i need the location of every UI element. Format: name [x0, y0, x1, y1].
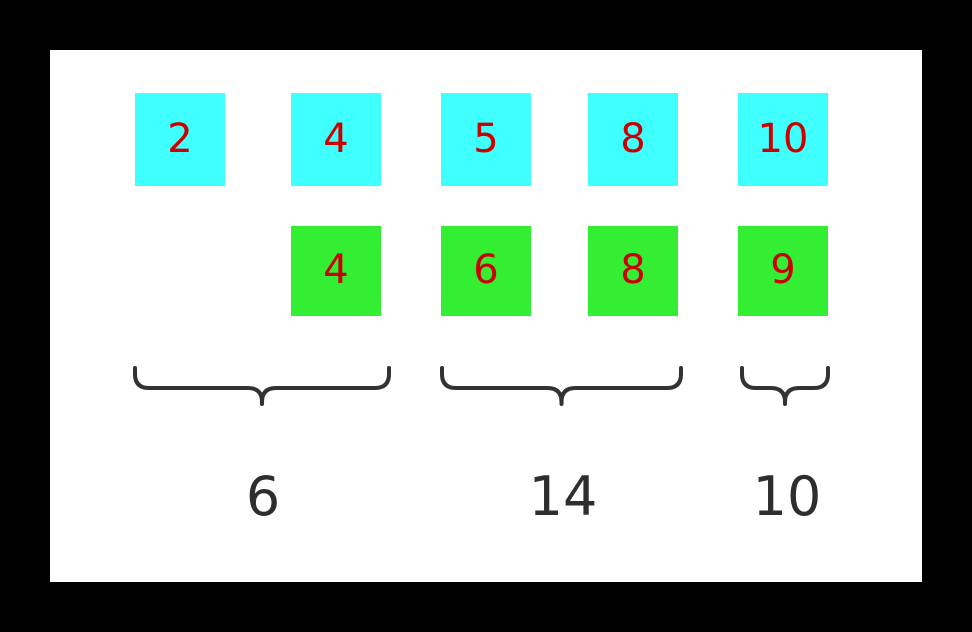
white-panel: 2 4 5 8 10 4 6 8 9 6 14: [50, 50, 922, 582]
cyan-cell-2-value: 4: [323, 115, 349, 162]
cyan-cell-5-value: 10: [757, 115, 809, 162]
cyan-cell-3-value: 5: [473, 115, 499, 162]
cyan-cell-3: 5: [441, 93, 531, 186]
green-cell-4-value: 9: [770, 247, 796, 293]
cyan-cell-5: 10: [738, 93, 828, 186]
green-cell-1: 4: [291, 226, 381, 316]
cyan-cell-2: 4: [291, 93, 381, 186]
group-3-sum-label: 10: [752, 465, 822, 528]
green-cell-1-value: 4: [323, 247, 349, 293]
green-cell-2-value: 6: [473, 247, 499, 293]
group-2-sum-label: 14: [528, 465, 598, 528]
green-cell-4: 9: [738, 226, 828, 316]
cyan-cell-4-value: 8: [620, 115, 646, 162]
cyan-cell-1: 2: [135, 93, 225, 186]
group-1-sum-label: 6: [245, 465, 281, 528]
group-1-brace-icon: [133, 366, 391, 406]
green-cell-3: 8: [588, 226, 678, 316]
group-3-brace-icon: [740, 366, 830, 406]
green-cell-3-value: 8: [620, 247, 646, 293]
cyan-cell-4: 8: [588, 93, 678, 186]
green-cell-2: 6: [441, 226, 531, 316]
group-2-brace-icon: [440, 366, 683, 406]
cyan-cell-1-value: 2: [167, 115, 193, 162]
